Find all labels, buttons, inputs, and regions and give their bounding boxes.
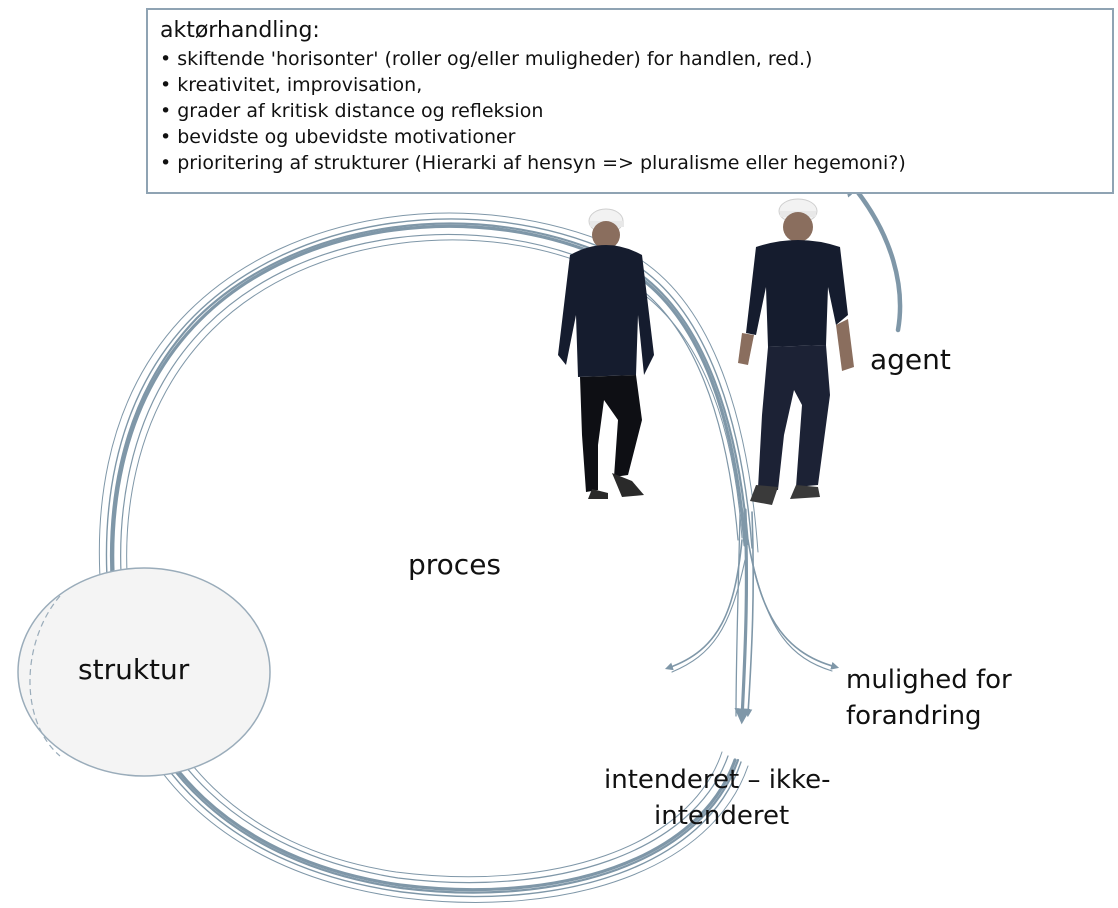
change-label-line2: forandring — [846, 701, 982, 731]
struktur-ellipse — [17, 567, 271, 777]
change-label-line1: mulighed for — [846, 665, 1012, 695]
struktur-label: struktur — [78, 653, 190, 686]
list-item: bevidste og ubevidste motivationer — [160, 124, 1102, 150]
agent-person-left — [558, 208, 654, 499]
actor-action-list: skiftende 'horisonter' (roller og/eller … — [160, 46, 1102, 176]
actor-action-title: aktørhandling: — [160, 18, 320, 43]
agent-arrow — [842, 173, 903, 333]
proces-label: proces — [408, 548, 502, 581]
list-item: prioritering af strukturer (Hierarki af … — [160, 150, 1102, 176]
list-item: skiftende 'horisonter' (roller og/eller … — [160, 46, 1102, 72]
agent-person-right — [738, 198, 854, 505]
intended-label-line1: intenderet – ikke- — [604, 765, 831, 795]
list-item: grader af kritisk distance og refleksion — [160, 98, 1102, 124]
list-item: kreativitet, improvisation, — [160, 72, 1102, 98]
change-arrows — [664, 508, 840, 725]
intended-label-line2: intenderet — [654, 801, 790, 831]
actor-action-box: aktørhandling: skiftende 'horisonter' (r… — [146, 8, 1114, 194]
agent-label: agent — [870, 343, 951, 376]
